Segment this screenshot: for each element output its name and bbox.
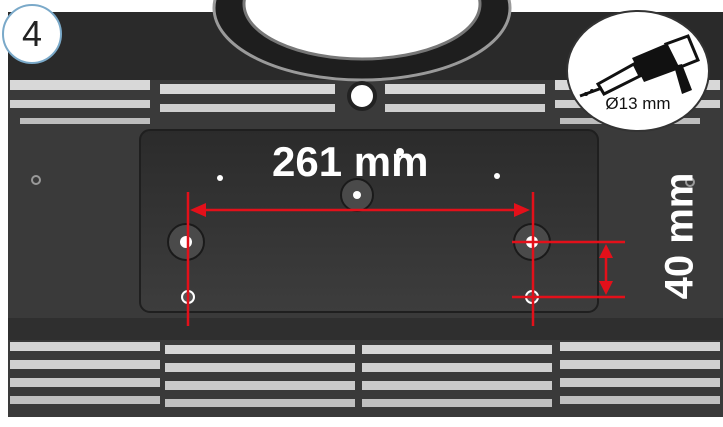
lower-grille <box>8 318 723 407</box>
emblem-mount <box>212 0 512 111</box>
tool-badge: Ø13 mm <box>566 10 710 132</box>
plate-recess <box>139 129 599 313</box>
horizontal-dimension-label: 261 mm <box>272 138 429 185</box>
drill-size-label: Ø13 mm <box>605 94 671 113</box>
dimension-lines <box>186 192 625 326</box>
step-number-badge: 4 <box>2 4 62 64</box>
drill-icon <box>579 34 700 98</box>
vertical-dimension-label: 40 mm <box>657 172 702 300</box>
